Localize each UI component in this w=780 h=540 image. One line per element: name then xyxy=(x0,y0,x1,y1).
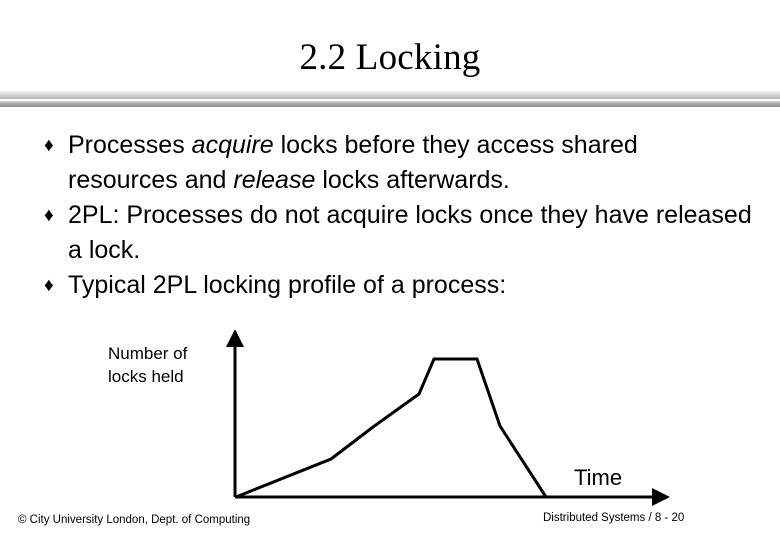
divider-band-gap xyxy=(0,99,780,101)
diamond-bullet-icon: ♦ xyxy=(44,205,54,226)
list-item: ♦ 2PL: Processes do not acquire locks on… xyxy=(44,198,754,268)
bullet-text-2pl-profile: Typical 2PL locking profile of a process… xyxy=(68,271,507,299)
locking-profile-chart: Number of locks held Time xyxy=(0,330,780,515)
diamond-bullet-icon: ♦ xyxy=(44,275,54,296)
bullet-segment: locks before they access shared resource… xyxy=(68,131,638,194)
y-axis-label-line2: locks held xyxy=(108,367,184,386)
bullet-segment-emphasis: release xyxy=(233,166,316,194)
bullet-segment: locks afterwards. xyxy=(315,166,510,194)
title-divider xyxy=(0,90,780,107)
list-item: ♦ Processes acquire locks before they ac… xyxy=(44,128,754,198)
divider-band-bottom xyxy=(0,101,780,107)
locks-held-series-line xyxy=(235,357,548,499)
list-item: ♦ Typical 2PL locking profile of a proce… xyxy=(44,268,754,303)
bullet-segment: Processes xyxy=(68,131,192,159)
bullet-text-acquire-release: Processes acquire locks before they acce… xyxy=(68,128,754,198)
y-axis-label-line1: Number of xyxy=(108,344,188,363)
divider-band-top xyxy=(0,90,780,99)
page-title: 2.2 Locking xyxy=(299,37,481,78)
bullet-list: ♦ Processes acquire locks before they ac… xyxy=(44,128,754,303)
x-axis-label: Time xyxy=(574,465,623,490)
footer-slide-reference: Distributed Systems / 8 - 20 xyxy=(543,512,685,524)
bullet-segment-emphasis: acquire xyxy=(191,131,274,159)
bullet-text-2pl-definition: 2PL: Processes do not acquire locks once… xyxy=(68,201,752,264)
footer-copyright: © City University London, Dept. of Compu… xyxy=(18,514,251,526)
diamond-bullet-icon: ♦ xyxy=(44,135,54,156)
chart-svg xyxy=(226,330,670,506)
y-axis-label: Number of locks held xyxy=(108,342,187,388)
